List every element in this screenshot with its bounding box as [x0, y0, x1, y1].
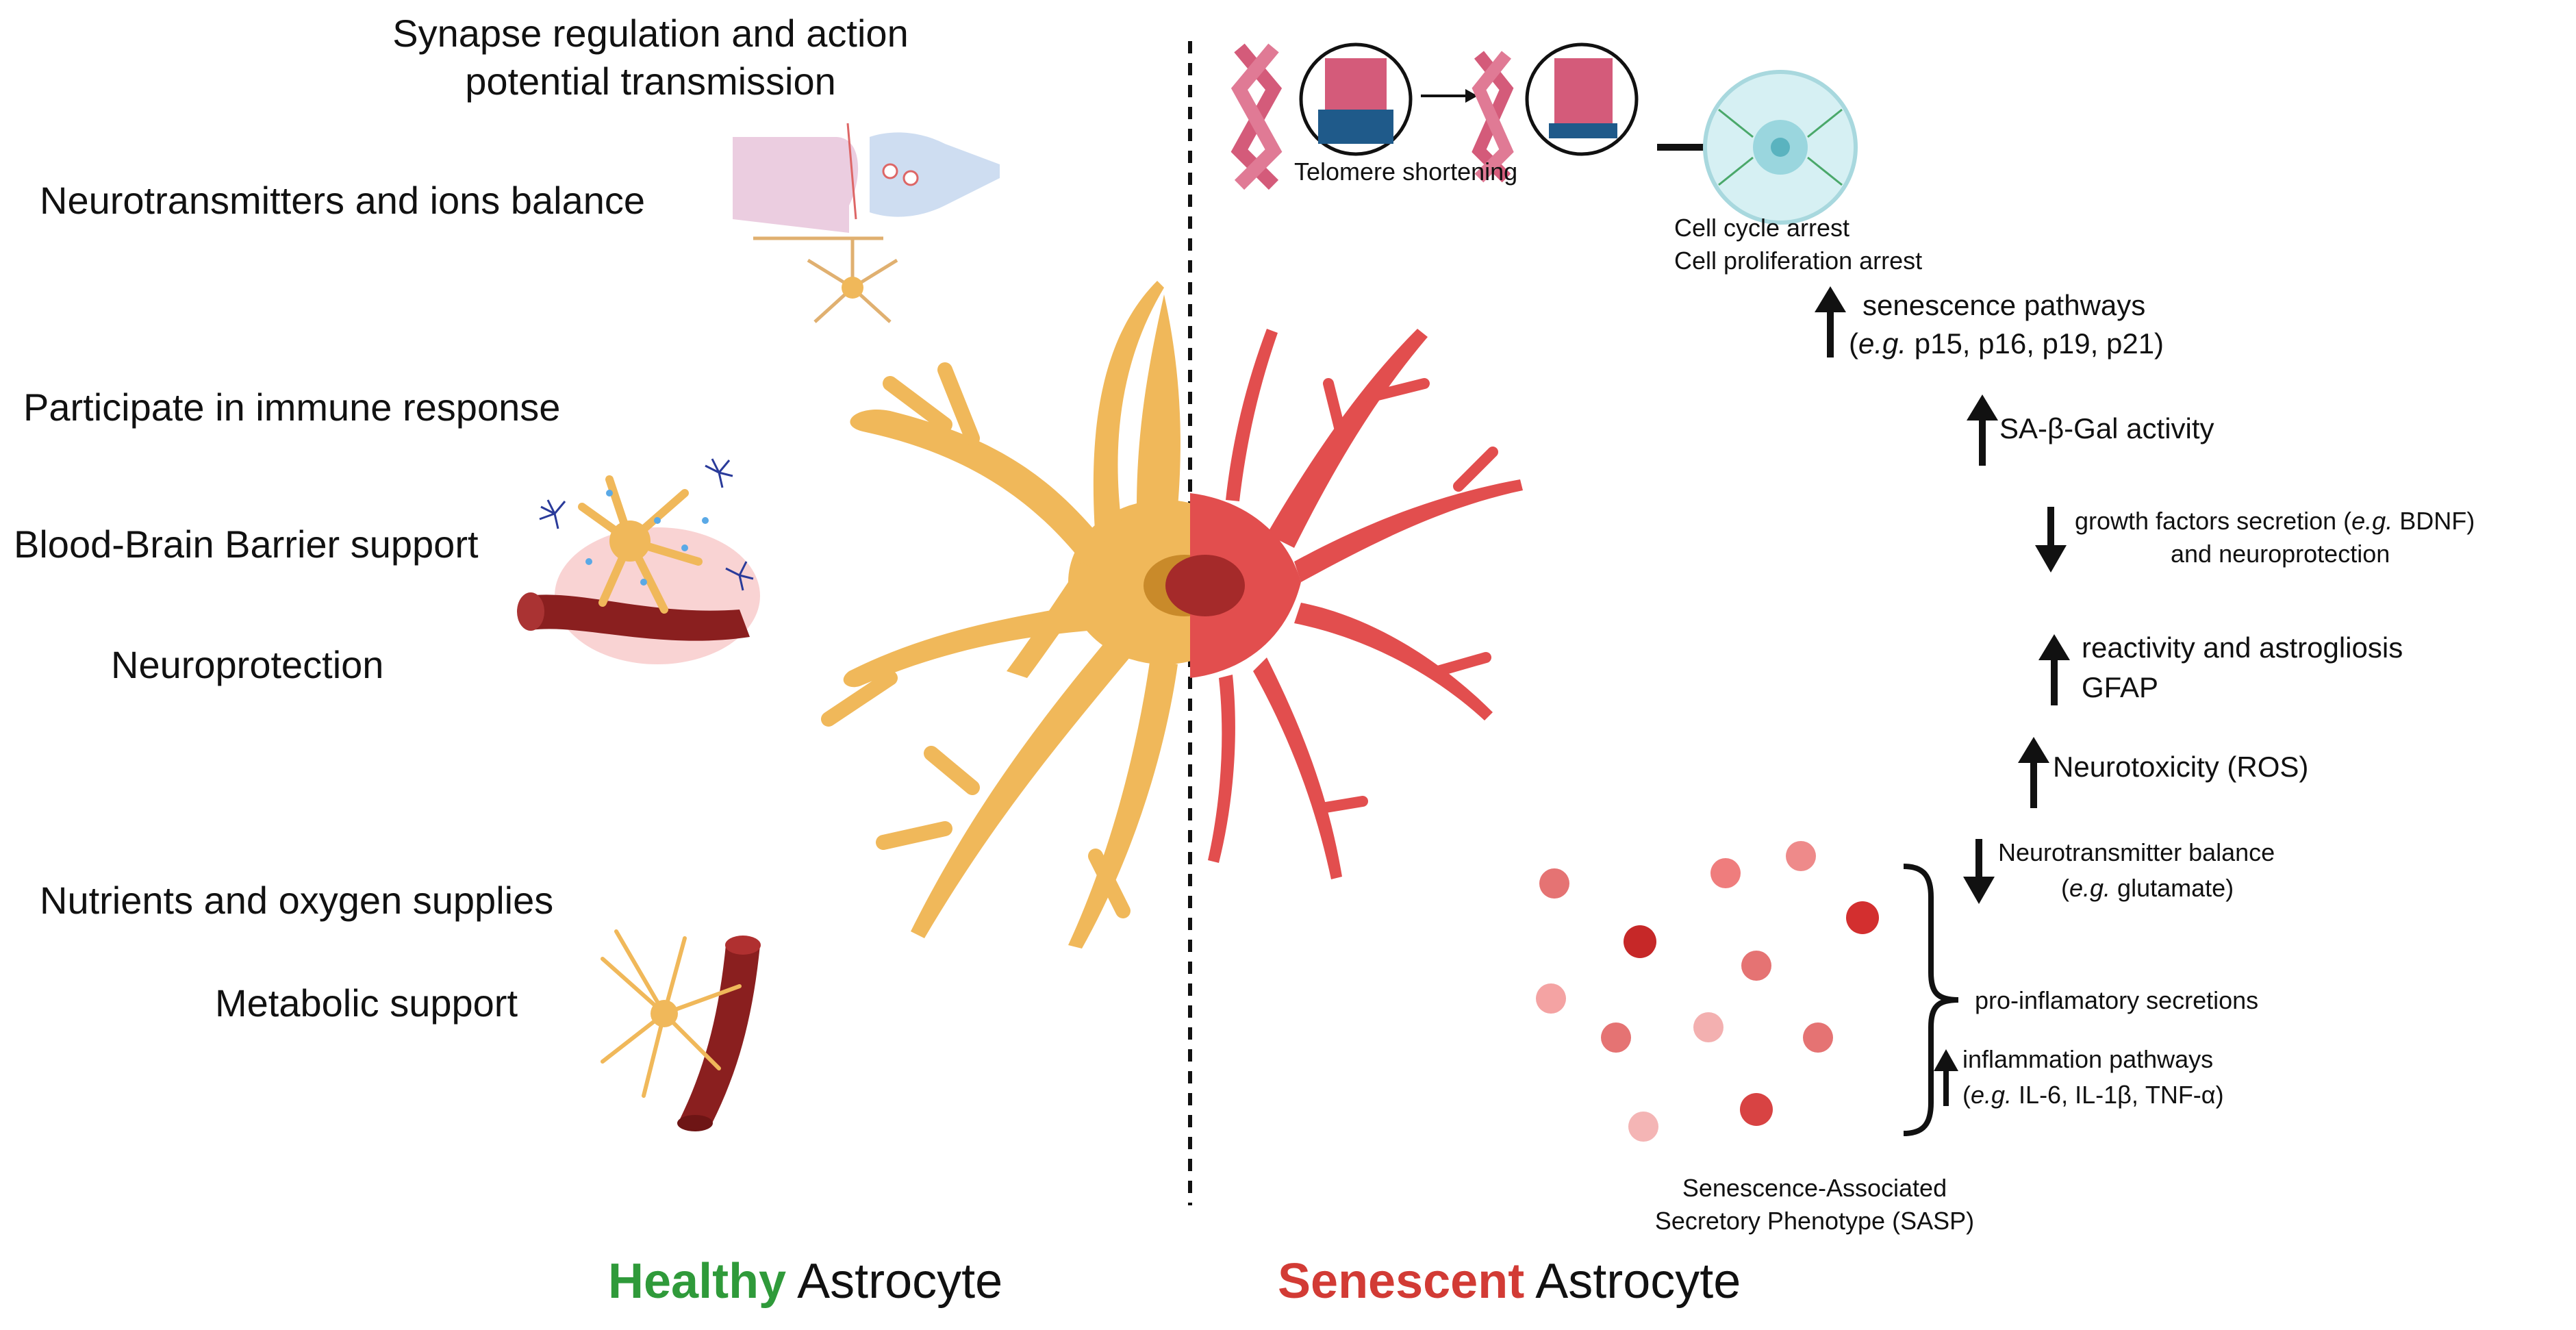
telomere-label: Telomere shortening: [1294, 158, 1518, 186]
inflammation-line2: (e.g. IL-6, IL-1β, TNF-α): [1962, 1081, 2224, 1109]
immune-label: Participate in immune response: [23, 386, 561, 429]
bbb-label: Blood-Brain Barrier support: [14, 523, 479, 566]
nutrients-label: Nutrients and oxygen supplies: [40, 879, 554, 922]
neurotransmitter-balance-line2: (e.g. glutamate): [2061, 874, 2234, 902]
sasp-particles-icon: [1536, 841, 1879, 1142]
cell-proliferation-label: Cell proliferation arrest: [1674, 247, 1923, 275]
up-arrow-reactivity: [2038, 634, 2070, 705]
neurotransmitters-label: Neurotransmitters and ions balance: [40, 179, 646, 222]
reactivity-line2: GFAP: [2082, 671, 2159, 703]
up-arrow-sa-beta-gal: [1967, 394, 1998, 466]
inflammation-line1: inflammation pathways: [1962, 1045, 2214, 1073]
healthy-astrocyte-branches: [821, 362, 1131, 918]
neurotoxicity-label: Neurotoxicity (ROS): [2053, 751, 2309, 783]
blood-brain-barrier-icon: [517, 458, 760, 664]
neuroprotection-label: Neuroprotection: [111, 643, 384, 686]
sasp-brace: [1903, 864, 1959, 1136]
chromosome-telomere-icon: [1230, 42, 1715, 190]
down-arrow-neurotransmitter: [1963, 839, 1995, 904]
senescent-nucleus: [1165, 555, 1245, 616]
neurotransmitter-balance-line1: Neurotransmitter balance: [1998, 838, 2275, 866]
sa-beta-gal-label: SA-β-Gal activity: [1999, 412, 2214, 444]
growth-factors-line1: growth factors secretion (e.g. BDNF): [2075, 507, 2475, 535]
senescent-astrocyte-title: Senescent Astrocyte: [1278, 1254, 1741, 1309]
down-arrow-growth-factors: [2035, 507, 2067, 573]
sasp-line1: Senescence-Associated: [1682, 1174, 1947, 1202]
synapse-label-line2: potential transmission: [465, 60, 836, 103]
senescent-astrocyte-branches: [1316, 378, 1498, 814]
synapse-label-line1: Synapse regulation and action: [392, 12, 909, 55]
arrested-cell-icon: [1703, 70, 1858, 225]
sasp-line2: Secretory Phenotype (SASP): [1654, 1207, 1975, 1235]
cell-cycle-label: Cell cycle arrest: [1674, 214, 1850, 242]
metabolic-label: Metabolic support: [215, 981, 518, 1025]
senescence-pathways-line1: senescence pathways: [1862, 289, 2146, 321]
senescence-pathways-line2: (e.g. p15, p16, p19, p21): [1849, 327, 2164, 360]
pro-inflammatory-label: pro-inflamatory secretions: [1975, 986, 2259, 1014]
synapse-icon: [733, 123, 1000, 323]
growth-factors-line2: and neuroprotection: [2171, 540, 2390, 568]
healthy-astrocyte-title: Healthy Astrocyte: [608, 1254, 1003, 1309]
astrocyte-vessel-icon: [601, 929, 761, 1131]
up-arrow-inflammation: [1934, 1049, 1958, 1106]
up-arrow-senescence-pathways: [1815, 286, 1846, 357]
up-arrow-neurotoxicity: [2018, 737, 2049, 808]
reactivity-line1: reactivity and astrogliosis: [2082, 631, 2403, 664]
